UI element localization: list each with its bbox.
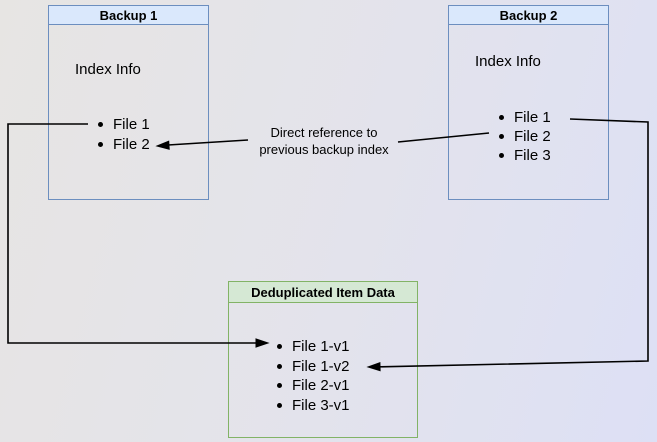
bullet-icon	[277, 383, 282, 389]
list-item-label: File 3	[514, 147, 551, 164]
bullet-icon	[499, 115, 504, 120]
edge-annotation-line2: previous backup index	[259, 142, 389, 157]
bullet-icon	[98, 121, 103, 127]
edge-annotation-line1: Direct reference to	[270, 125, 378, 140]
bullet-icon	[499, 153, 504, 158]
backup2-box: Backup 2	[448, 5, 609, 200]
list-item: File 2	[98, 135, 150, 156]
list-item: File 1	[98, 114, 150, 135]
list-item-label: File 1	[514, 109, 551, 126]
list-item: File 2	[499, 127, 551, 146]
list-item: File 1-v1	[277, 337, 350, 357]
bullet-icon	[499, 134, 504, 139]
bullet-icon	[277, 363, 282, 369]
list-item-label: File 2-v1	[292, 377, 350, 395]
dedup-title: Deduplicated Item Data	[229, 282, 417, 303]
backup2-file-list: File 1 File 2 File 3	[499, 108, 551, 165]
backup1-index-info-label: Index Info	[75, 61, 141, 78]
dedup-file-list: File 1-v1 File 1-v2 File 2-v1 File 3-v1	[277, 337, 350, 415]
dedup-box: Deduplicated Item Data	[228, 281, 418, 438]
list-item-label: File 1-v1	[292, 338, 350, 356]
list-item-label: File 1-v2	[292, 357, 350, 375]
list-item-label: File 2	[113, 136, 150, 154]
bullet-icon	[277, 344, 282, 350]
list-item-label: File 1	[113, 115, 150, 133]
backup2-index-info-label: Index Info	[475, 53, 541, 70]
list-item: File 1-v2	[277, 357, 350, 377]
backup1-title: Backup 1	[49, 6, 208, 25]
backup1-file-list: File 1 File 2	[98, 114, 150, 155]
backup1-box: Backup 1	[48, 5, 209, 200]
list-item: File 2-v1	[277, 376, 350, 396]
list-item-label: File 3-v1	[292, 396, 350, 414]
bullet-icon	[98, 142, 103, 148]
backup2-title: Backup 2	[449, 6, 608, 25]
list-item-label: File 2	[514, 128, 551, 145]
bullet-icon	[277, 402, 282, 408]
edge-annotation: Direct reference to previous backup inde…	[243, 124, 405, 158]
list-item: File 3-v1	[277, 396, 350, 416]
list-item: File 3	[499, 146, 551, 165]
list-item: File 1	[499, 108, 551, 127]
